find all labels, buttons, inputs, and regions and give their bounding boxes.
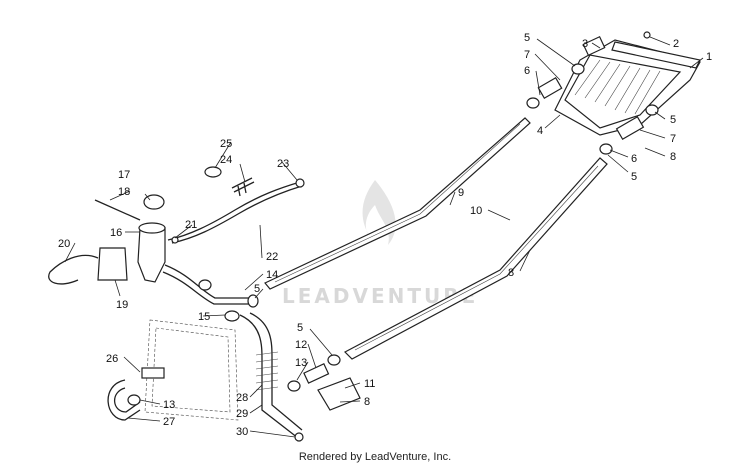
tube-18: [94, 199, 141, 221]
clamp-6-upper: [526, 97, 540, 109]
part-2-screw: [643, 31, 651, 39]
watermark: LEADVENTURE: [282, 180, 475, 308]
hose-27: [107, 379, 141, 421]
hose-29: [239, 314, 299, 439]
callout-5-right: 5: [670, 114, 676, 126]
callout-22: 22: [266, 251, 278, 263]
bracket-11: [317, 377, 361, 411]
callout-16: 16: [110, 227, 122, 239]
callout-8-right: 8: [670, 151, 676, 163]
callout-18: 18: [118, 186, 130, 198]
callout-17: 17: [118, 169, 130, 181]
callout-25: 25: [220, 138, 232, 150]
clamp-15-lower: [224, 310, 240, 322]
callout-13-center: 13: [295, 357, 307, 369]
hose-14: [164, 264, 255, 299]
bottle-neck: [138, 222, 166, 234]
callout-23: 23: [277, 158, 289, 170]
lower-right-fittings: [287, 354, 361, 411]
callout-20: 20: [58, 238, 70, 250]
cap-17: [143, 194, 165, 210]
callout-8-center: 8: [508, 267, 514, 279]
clamp-13-center: [287, 380, 301, 392]
tunnel-cooler-9: [264, 117, 531, 290]
sleeve-28: [255, 351, 279, 391]
hose-7-right: [615, 115, 645, 141]
callout-26: 26: [106, 353, 118, 365]
clamp-25: [204, 166, 222, 178]
clamp-15-upper: [198, 279, 212, 291]
callout-5-right-lower: 5: [631, 171, 637, 183]
tunnel-cooler-10: [344, 157, 608, 360]
callout-1: 1: [706, 51, 712, 63]
fitting-26: [141, 367, 165, 379]
coolant-bottle-assembly: [48, 166, 305, 285]
callout-29: 29: [236, 408, 248, 420]
callout-27: 27: [163, 416, 175, 428]
callout-5-lower: 5: [297, 322, 303, 334]
reservoir-19: [97, 247, 128, 281]
hose-7-upper: [537, 76, 563, 100]
part-3-fitting: [582, 35, 606, 57]
callout-5-center: 5: [254, 283, 260, 295]
heat-exchanger-assembly: [526, 31, 701, 155]
callout-5-top: 5: [524, 32, 530, 44]
fitting-23: [295, 178, 305, 188]
callout-13-lower: 13: [163, 399, 175, 411]
callout-12: 12: [295, 339, 307, 351]
center-hoses: [162, 264, 304, 442]
footer-credit: Rendered by LeadVenture, Inc.: [298, 451, 452, 463]
callout-15: 15: [198, 311, 210, 323]
clamp-13-lower: [127, 394, 141, 406]
clamp-5-upper: [571, 63, 585, 75]
callout-30: 30: [236, 426, 248, 438]
radiator-outline: [107, 319, 239, 421]
callout-8-lower: 8: [364, 396, 370, 408]
callout-4: 4: [537, 125, 543, 137]
spring-24: [231, 177, 255, 197]
callout-3: 3: [582, 38, 588, 50]
callouts: 1 2 3 4 5 5 5 5 5 5 6 6 7 7 8 8 8 9 10 1…: [58, 32, 712, 438]
callout-19: 19: [116, 299, 128, 311]
callout-24: 24: [220, 154, 232, 166]
callout-9: 9: [458, 187, 464, 199]
callout-14: 14: [266, 269, 278, 281]
plug-30: [294, 432, 304, 442]
heat-exchanger-core-texture: [574, 59, 661, 115]
callout-21: 21: [185, 219, 197, 231]
clamp-21: [171, 236, 179, 244]
callout-7-right: 7: [670, 133, 676, 145]
leader-lines: [64, 36, 704, 438]
clamp-5-lower: [327, 354, 341, 366]
callout-6-top: 6: [524, 65, 530, 77]
heat-exchanger-bar: [611, 41, 701, 69]
callout-10: 10: [470, 205, 482, 217]
callout-28: 28: [236, 392, 248, 404]
callout-11: 11: [364, 378, 375, 390]
callout-7-top: 7: [524, 49, 530, 61]
callout-2: 2: [673, 38, 679, 50]
clamp-6-right: [599, 143, 613, 155]
callout-6-right: 6: [631, 153, 637, 165]
clamp-5-right: [645, 104, 659, 116]
coolant-bottle-16: [137, 227, 166, 283]
hose-22: [167, 181, 301, 241]
hose-12: [303, 363, 330, 384]
heat-exchanger-core: [564, 54, 682, 129]
strap-20: [48, 254, 99, 285]
